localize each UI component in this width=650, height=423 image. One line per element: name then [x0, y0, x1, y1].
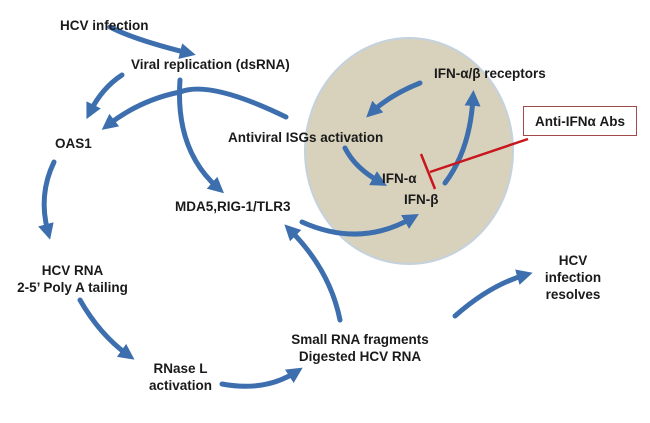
node-mda5: MDA5,RIG-1/TLR3 [175, 199, 291, 214]
rnase-line2: activation [148, 378, 213, 393]
arrow-ifn-to-receptors [442, 90, 481, 186]
arrow-isgs-to-ifn [342, 145, 387, 186]
arrow-oas1-to-hcvrna [38, 159, 57, 240]
interferon-zone-circle [304, 37, 514, 265]
node-antiviral-isgs: Antiviral ISGs activation [228, 130, 384, 145]
fragments-line1: Small RNA fragments [291, 332, 429, 347]
node-ifn-beta: IFN-β [404, 192, 439, 207]
resolves-line2: infection [544, 270, 602, 285]
hcv-rna-line1: HCV RNA [41, 263, 104, 278]
anti-ifn-antibodies-box: Anti-IFNα Abs [523, 106, 637, 136]
node-rnase-l: RNase L activation [143, 360, 218, 394]
arrow-infection-to-replication [107, 24, 196, 59]
arrow-fragments-to-mda5 [284, 224, 343, 323]
hcv-rna-line2: 2-5’ Poly A tailing [17, 280, 128, 295]
arrow-replication-to-oas1 [86, 72, 125, 120]
node-oas1: OAS1 [55, 136, 92, 151]
node-viral-replication: Viral replication (dsRNA) [131, 57, 290, 72]
arrow-fragments-to-resolves [452, 269, 533, 319]
node-rna-fragments: Small RNA fragments Digested HCV RNA [280, 331, 440, 365]
resolves-line3: resolves [545, 287, 601, 302]
node-hcv-rna: HCV RNA 2-5’ Poly A tailing [15, 262, 130, 296]
arrow-rnase-to-fragments [219, 367, 303, 389]
arrow-replication-to-mda5 [177, 77, 224, 194]
node-ifn-alpha: IFN-α [382, 171, 417, 186]
arrow-mda5-to-ifnbeta [299, 214, 419, 237]
resolves-line1: HCV [558, 253, 588, 268]
inhibition-bar [419, 153, 437, 190]
node-infection-resolves: HCV infection resolves [533, 252, 613, 303]
arrow-receptors-to-isgs [366, 80, 423, 118]
node-ifn-receptors: IFN-α/β receptors [434, 66, 546, 81]
node-hcv-infection: HCV infection [60, 18, 149, 33]
rnase-line1: RNase L [153, 361, 208, 376]
inhibition-line [429, 137, 529, 174]
fragments-line2: Digested HCV RNA [298, 349, 422, 364]
arrow-hcvrna-to-rnase [77, 297, 135, 360]
arrow-isgs-to-oas1 [101, 86, 289, 130]
